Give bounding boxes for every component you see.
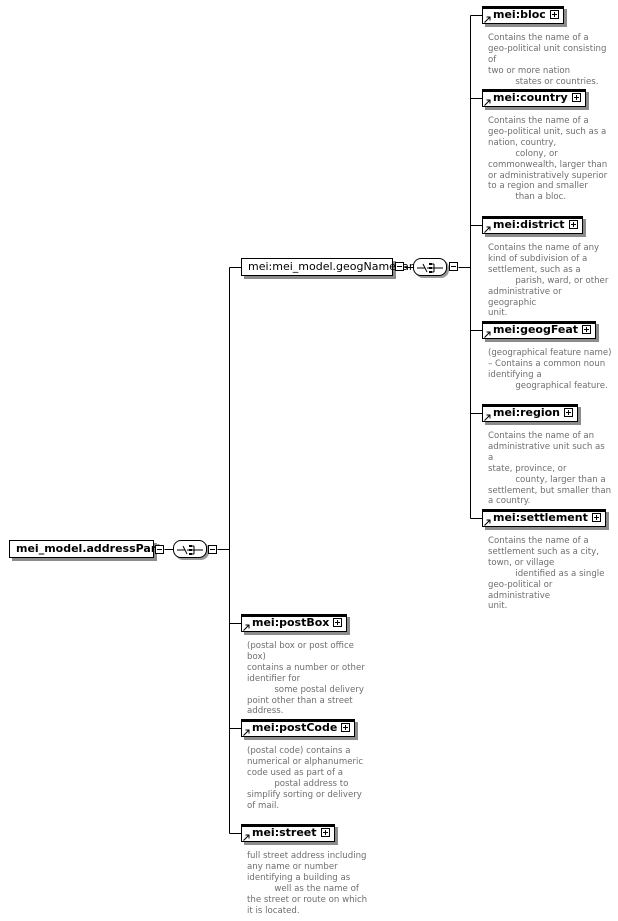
top-bar <box>242 615 347 617</box>
expand-icon[interactable] <box>568 220 578 229</box>
reference-arrow-icon <box>484 331 491 338</box>
collapse-icon[interactable] <box>395 262 404 271</box>
element-documentation: Contains the name of a settlement such a… <box>488 536 605 612</box>
root-element-label: mei_model.addressPart <box>16 542 162 555</box>
element-label: mei:postBox <box>252 616 330 629</box>
element-label: mei:street <box>252 826 317 839</box>
element-documentation: Contains the name of a geo-political uni… <box>488 33 607 87</box>
element-label: mei:bloc <box>493 8 546 21</box>
reference-arrow-icon <box>243 834 250 841</box>
expand-icon[interactable] <box>564 408 574 417</box>
element-mei-geogfeat[interactable]: mei:geogFeat <box>482 321 597 339</box>
element-documentation: Contains the name of an administrative u… <box>488 431 612 507</box>
element-mei-postbox[interactable]: mei:postBox <box>241 614 348 632</box>
collapse-icon[interactable] <box>208 545 217 554</box>
element-mei-street[interactable]: mei:street <box>241 824 335 842</box>
group-reference-box[interactable]: mei:mei_model.geogNamePart <box>241 258 418 276</box>
reference-arrow-icon <box>484 99 491 106</box>
element-documentation: (postal code) contains a numerical or al… <box>247 746 364 811</box>
reference-arrow-icon <box>484 414 491 421</box>
top-bar <box>483 510 605 512</box>
group-reference-label: mei:mei_model.geogNamePart <box>248 260 418 273</box>
top-bar <box>242 825 334 827</box>
element-mei-region[interactable]: mei:region <box>482 404 579 422</box>
top-bar <box>483 405 578 407</box>
reference-arrow-icon <box>484 519 491 526</box>
top-bar <box>483 217 582 219</box>
element-documentation: (geographical feature name) – Contains a… <box>488 348 612 391</box>
sequence-compositor-icon[interactable] <box>173 540 207 558</box>
element-label: mei:settlement <box>493 511 588 524</box>
collapse-icon[interactable] <box>155 545 164 554</box>
expand-icon[interactable] <box>333 618 343 627</box>
element-mei-bloc[interactable]: mei:bloc <box>482 6 564 24</box>
reference-arrow-icon <box>243 729 250 736</box>
root-element-box[interactable]: mei_model.addressPart <box>9 540 162 558</box>
expand-icon[interactable] <box>549 10 559 19</box>
expand-icon[interactable] <box>320 828 330 837</box>
reference-arrow-icon <box>484 226 491 233</box>
top-bar <box>242 720 355 722</box>
expand-icon[interactable] <box>571 93 581 102</box>
element-label: mei:region <box>493 406 561 419</box>
collapse-icon[interactable] <box>449 262 458 271</box>
element-label: mei:geogFeat <box>493 323 579 336</box>
element-mei-postcode[interactable]: mei:postCode <box>241 719 356 737</box>
element-documentation: Contains the name of any kind of subdivi… <box>488 243 609 319</box>
expand-icon[interactable] <box>341 723 351 732</box>
element-documentation: Contains the name of a geo-political uni… <box>488 116 608 203</box>
top-bar <box>483 90 585 92</box>
top-bar <box>483 7 563 9</box>
reference-arrow-icon <box>243 624 250 631</box>
reference-arrow-icon <box>484 16 491 23</box>
sequence-compositor-icon[interactable] <box>413 258 447 276</box>
element-label: mei:district <box>493 218 565 231</box>
element-label: mei:postCode <box>252 721 338 734</box>
element-mei-country[interactable]: mei:country <box>482 89 586 107</box>
top-bar <box>483 322 596 324</box>
expand-icon[interactable] <box>582 325 592 334</box>
element-label: mei:country <box>493 91 568 104</box>
element-documentation: full street address including any name o… <box>247 851 368 916</box>
expand-icon[interactable] <box>591 513 601 522</box>
element-mei-district[interactable]: mei:district <box>482 216 583 234</box>
element-mei-settlement[interactable]: mei:settlement <box>482 509 606 527</box>
element-documentation: (postal box or post office box) contains… <box>247 641 365 717</box>
